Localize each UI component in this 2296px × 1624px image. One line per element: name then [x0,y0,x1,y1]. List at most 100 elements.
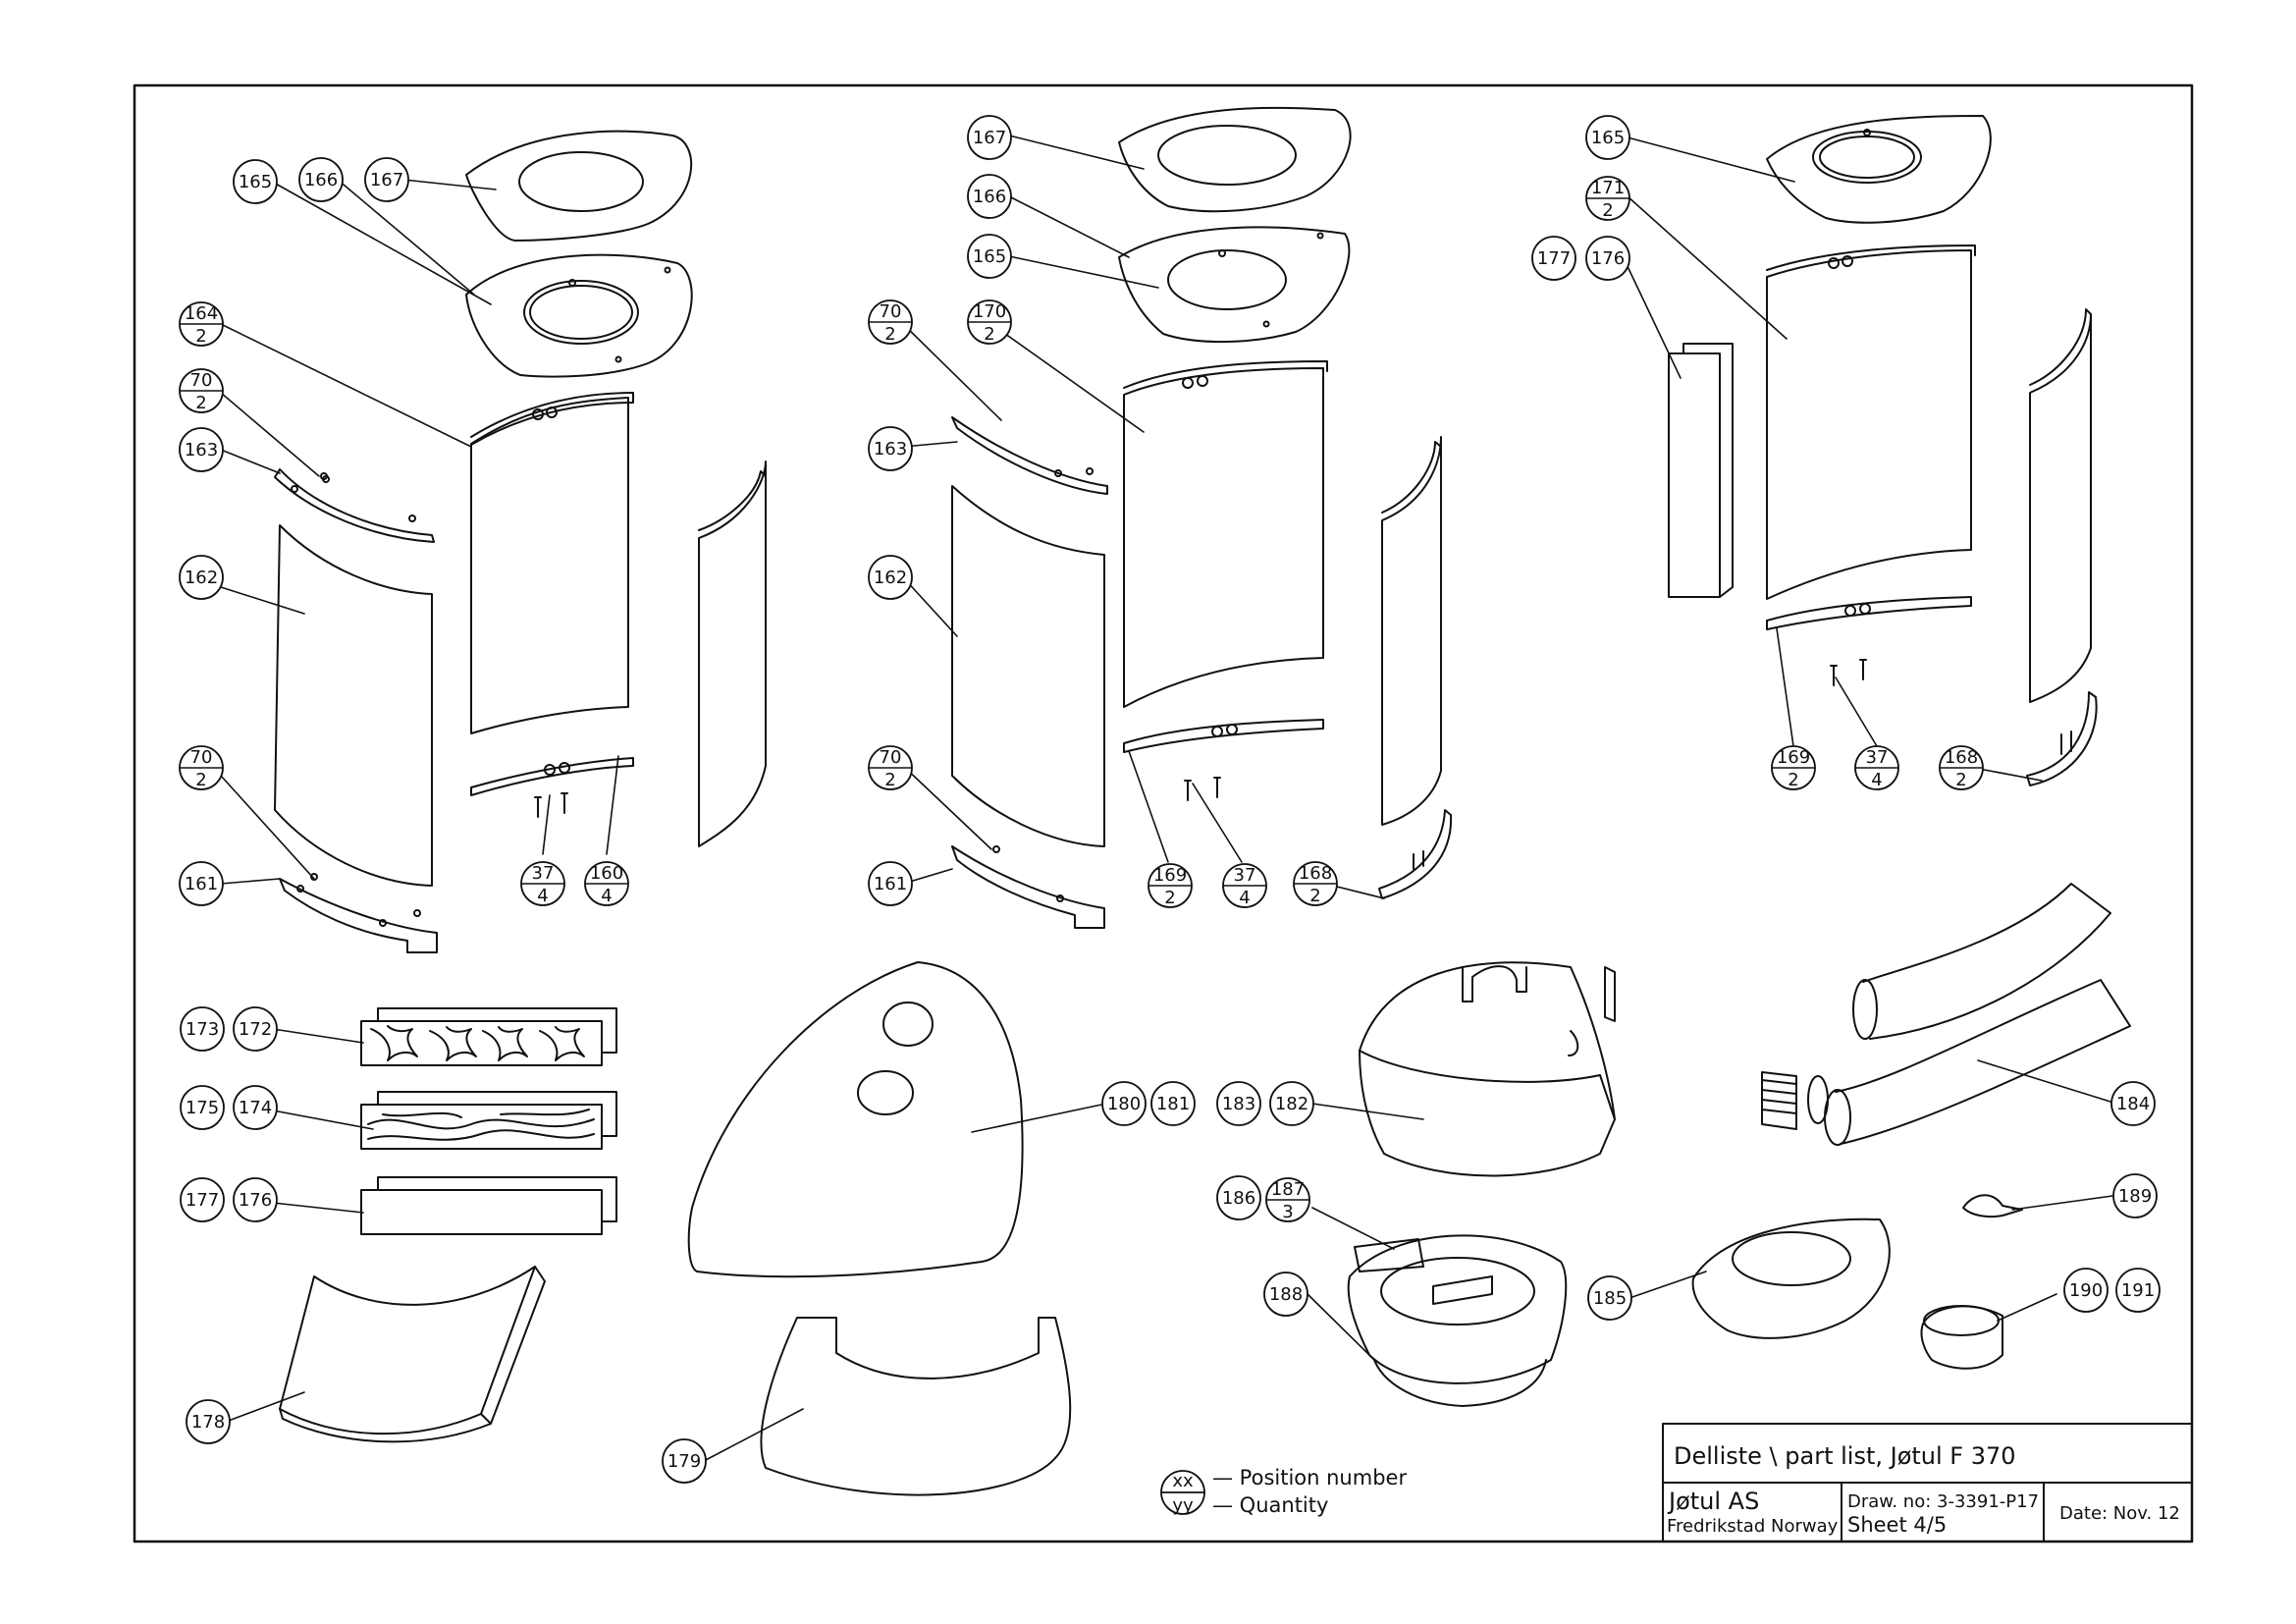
part-172-decor-panel [360,1020,603,1066]
callout-176-b: 176 [233,1177,278,1222]
callout-quantity: 2 [1164,888,1175,908]
callout-position-number: 168 [1945,747,1978,768]
callout-position-number: 167 [370,170,403,190]
callout-179: 179 [662,1438,707,1484]
callout-position-number: 165 [1591,128,1625,148]
callout-position-number: 177 [186,1190,219,1211]
callout-quantity: 2 [1955,770,1966,790]
company-location: Fredrikstad Norway [1667,1516,1839,1537]
callout-position-number: 70 [880,747,902,768]
group-1-parts [274,130,767,953]
callout-177-a: 177 [1531,236,1576,281]
callout-position-number: 162 [185,568,218,588]
part-165-top-plate-3 [1766,115,1992,224]
center-parts [687,961,1072,1496]
callout-quantity: 2 [195,326,206,347]
part-189-clip [1962,1194,2023,1218]
callout-circle [1263,1272,1308,1317]
callout-circle [967,174,1012,219]
part-188-ash-grate [1373,1359,1547,1407]
part-185-top-ring-plate [1691,1218,1891,1339]
callout-189: 189 [2112,1173,2158,1218]
group-2-parts [951,106,1453,929]
callout-position-number: 171 [1591,178,1625,198]
callout-190: 190 [2063,1268,2109,1313]
part-182-convection-box [1359,961,1616,1177]
part-back-curved-panel-2 [1381,436,1442,826]
callout-circle [868,861,913,906]
part-165-top-plate [465,253,693,378]
part-186-burner-ring [1347,1234,1568,1384]
callout-quantity: 4 [537,886,548,906]
callout-182: 182 [1269,1081,1314,1126]
legend-symbol [1160,1470,1205,1515]
callout-position-number: 37 [532,863,555,884]
callout-37-b: 374 [1222,863,1267,908]
callout-circle [868,426,913,471]
callout-172: 172 [233,1006,278,1052]
callout-quantity: 2 [195,770,206,790]
callout-position-number: 183 [1222,1094,1255,1114]
callout-181: 181 [1150,1081,1196,1126]
part-37-screw-2 [1184,777,1221,801]
callout-180: 180 [1101,1081,1147,1126]
callout-position-number: 161 [874,874,907,894]
callout-position-number: 175 [186,1098,219,1118]
callout-175: 175 [180,1085,225,1130]
part-37-screw [534,792,568,818]
callout-circle [2110,1081,2156,1126]
callout-quantity: 2 [195,393,206,413]
callout-circle [180,1085,225,1130]
callout-185: 185 [1587,1275,1632,1321]
part-167-top-plate-2 [1118,106,1352,213]
callout-position-number: 169 [1153,865,1187,886]
callout-circle [2115,1268,2161,1313]
callout-position-number: 178 [191,1412,225,1433]
drawing-frame [133,83,2194,1543]
callout-quantity: 4 [1239,888,1250,908]
callout-position-number: 170 [973,301,1006,322]
leaf-decor-3 [482,1026,528,1061]
callout-circle [179,861,224,906]
callout-position-number: 162 [874,568,907,588]
callout-position-number: 163 [185,440,218,460]
callout-circle [662,1438,707,1484]
callout-70-a: 702 [179,368,224,413]
callout-167-a: 167 [364,157,409,202]
callout-quantity: 3 [1282,1202,1293,1222]
sheet-number: Sheet 4/5 [1847,1513,1947,1537]
part-176-plain-panel [360,1189,603,1235]
callout-position-number: 182 [1275,1094,1308,1114]
part-171-side-panel [1766,249,1972,600]
callout-circle [233,1006,278,1052]
callout-circle [180,1006,225,1052]
part-168-bracket [1378,809,1453,899]
callout-circle [1216,1081,1261,1126]
callout-circle [233,159,278,204]
callout-position-number: 190 [2069,1280,2103,1301]
part-176-insulation-plate [1668,352,1721,598]
callout-position-number: 70 [190,370,213,391]
callout-position-number: 181 [1156,1094,1190,1114]
callout-177-b: 177 [180,1177,225,1222]
callout-position-number: 189 [2118,1186,2152,1207]
callout-circle [1585,115,1630,160]
callout-circle [186,1399,231,1444]
callout-quantity: 2 [884,324,895,345]
callout-position-number: 169 [1777,747,1810,768]
drawing-number: Draw. no: 3-3391-P17 [1847,1491,2039,1512]
part-165-top-plate-2 [1118,226,1351,343]
callout-circle [1269,1081,1314,1126]
part-167-top-plate [465,130,693,242]
callout-circle [1216,1175,1261,1220]
callout-circle [1150,1081,1196,1126]
callout-circle [1531,236,1576,281]
callout-position-number: 187 [1271,1179,1305,1200]
callout-position-number: 70 [880,301,902,322]
callout-quantity: 4 [601,886,612,906]
